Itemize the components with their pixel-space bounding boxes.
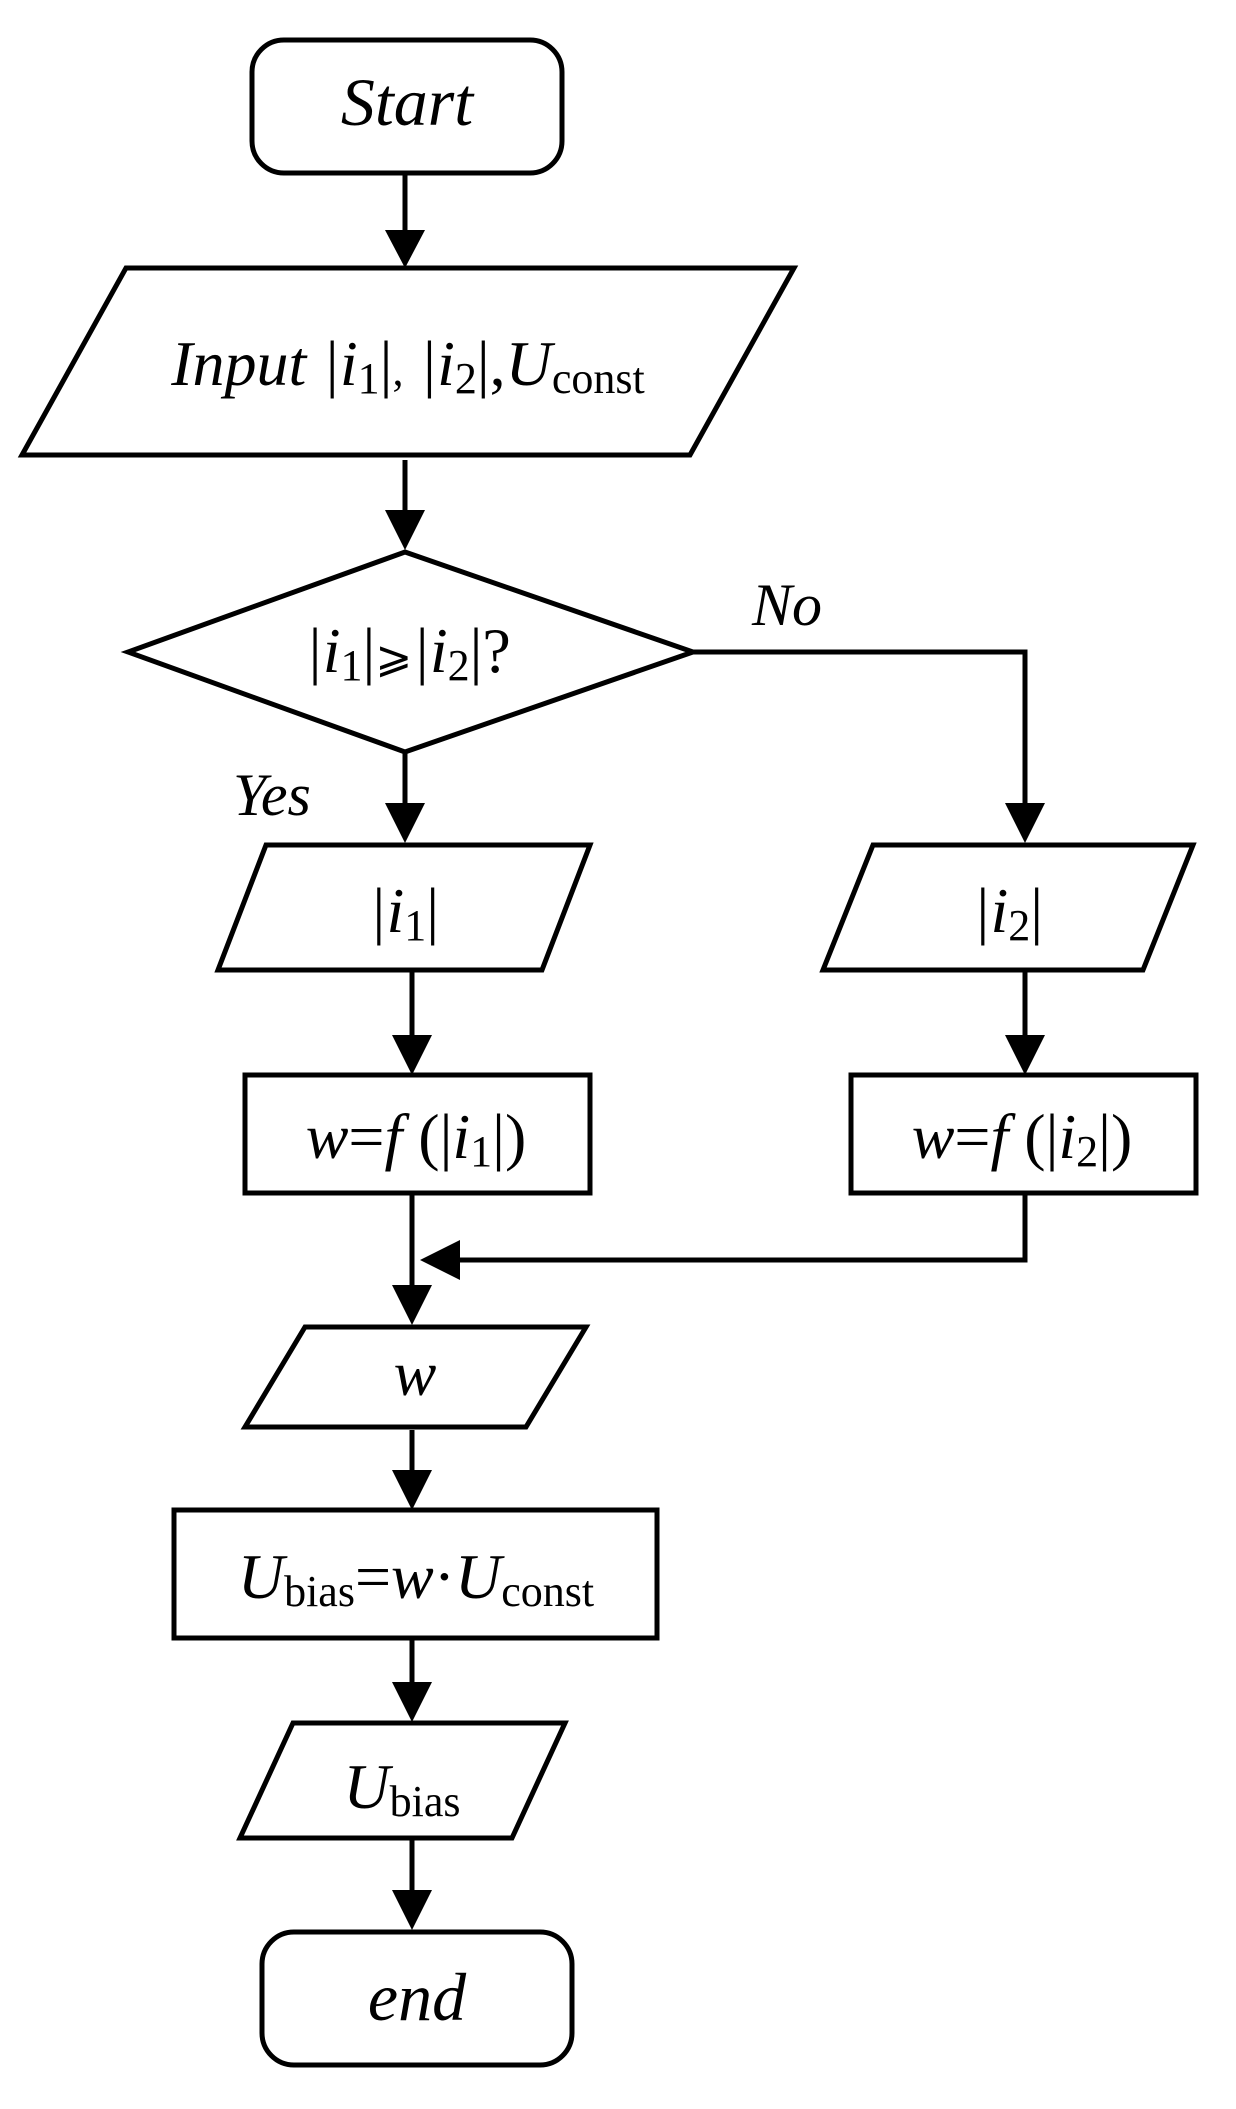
right-process-node: w=f (|i2|): [848, 1072, 1199, 1196]
input-shape: [17, 265, 799, 458]
right-output-shape: [819, 842, 1197, 973]
end-shape: [259, 1929, 575, 2068]
decision-node: |i1|⩾|i2|?: [120, 549, 701, 755]
w-output-shape: [240, 1324, 591, 1430]
bias-process-label: Ubias=w·Uconst: [238, 1541, 594, 1616]
left-output-shape: [214, 842, 594, 973]
w-output-node: w: [240, 1324, 591, 1430]
right-output-node: |i2|: [819, 842, 1197, 973]
left-process-node: w=f (|i1|): [242, 1072, 593, 1196]
arrowhead-yes: [385, 803, 425, 843]
connector-right-merge: [460, 1195, 1028, 1263]
arrowhead-w: [392, 1285, 432, 1325]
right-output-label: |i2|: [973, 875, 1043, 950]
bias-output-label: Ubias: [343, 1751, 460, 1826]
left-process-label: w=f (|i1|): [306, 1101, 527, 1176]
end-terminal: end: [259, 1929, 575, 2068]
w-output-label: w: [394, 1338, 437, 1409]
arrowhead-input-decision: [385, 510, 425, 550]
arrowhead-merge: [420, 1240, 460, 1280]
input-node: Input |i1|, |i2|,Uconst: [17, 265, 799, 458]
end-label: end: [368, 1959, 467, 2035]
arrowhead-left-process: [392, 1035, 432, 1075]
decision-shape: [120, 549, 701, 755]
right-process-label: w=f (|i2|): [912, 1101, 1133, 1176]
left-output-node: |i1|: [214, 842, 594, 973]
start-label: Start: [341, 64, 475, 140]
connector-decision-no: [693, 649, 1028, 803]
arrowhead-right-process: [1005, 1035, 1045, 1075]
left-output-label: |i1|: [369, 875, 439, 950]
start-shape: [249, 37, 565, 176]
no-label: No: [751, 572, 822, 638]
input-label: Input |i1|, |i2|,Uconst: [170, 328, 645, 403]
connectors: [385, 175, 1045, 1930]
bias-process-node: Ubias=w·Uconst: [171, 1507, 660, 1641]
left-process-shape: [242, 1072, 593, 1196]
arrowhead-bias-output: [392, 1682, 432, 1722]
arrowhead-start-input: [385, 230, 425, 268]
arrowhead-no: [1005, 803, 1045, 843]
bias-output-shape: [236, 1720, 569, 1841]
arrowhead-end: [392, 1890, 432, 1930]
yes-label: Yes: [233, 762, 311, 828]
bias-process-shape: [171, 1507, 660, 1641]
bias-output-node: Ubias: [236, 1720, 569, 1841]
right-process-shape: [848, 1072, 1199, 1196]
start-terminal: Start: [249, 37, 565, 176]
decision-label: |i1|⩾|i2|?: [305, 615, 511, 690]
arrowhead-bias-process: [392, 1470, 432, 1510]
